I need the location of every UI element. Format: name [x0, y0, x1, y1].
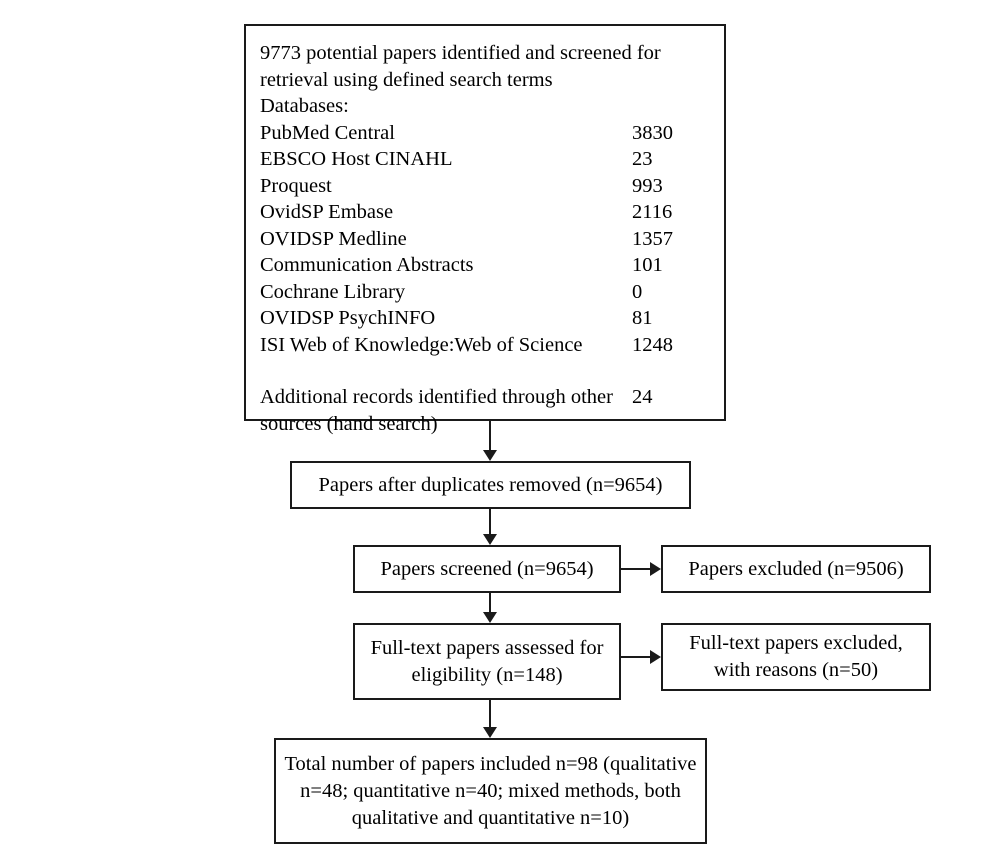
papers-screened-label: Papers screened (n=9654) [380, 557, 594, 580]
table-row: Cochrane Library 0 [260, 279, 710, 306]
table-row: Proquest 993 [260, 173, 710, 200]
database-count: 0 [632, 280, 643, 303]
connector-line-identification-to-duplicates [489, 421, 491, 450]
database-count: 2116 [632, 201, 673, 223]
database-name: Communication Abstracts [260, 254, 474, 276]
intro-line-2: retrieval using defined search terms [260, 68, 553, 91]
connector-line-screened-to-fulltext [489, 593, 491, 612]
arrow-down-icon [483, 450, 497, 461]
connector-line-fulltext-to-included [489, 700, 491, 727]
database-count: 101 [632, 254, 663, 276]
table-row: PubMed Central 3830 [260, 120, 710, 147]
database-name: OVIDSP PsychINFO [260, 307, 436, 329]
additional-records-block: Additional records identified through ot… [260, 384, 710, 437]
database-count: 993 [632, 174, 663, 197]
database-count: 1357 [632, 227, 673, 250]
database-count: 81 [632, 307, 653, 329]
database-name: ISI Web of Knowledge:Web of Science [260, 333, 583, 356]
table-row: OVIDSP Medline 1357 [260, 226, 710, 253]
database-name: OVIDSP Medline [260, 227, 407, 250]
papers-included-box: Total number of papers included n=98 (qu… [274, 738, 707, 844]
arrow-right-icon [650, 562, 661, 576]
fulltext-excluded-box: Full-text papers excluded, with reasons … [661, 623, 931, 691]
arrow-right-icon [650, 650, 661, 664]
database-name: EBSCO Host CINAHL [260, 148, 453, 170]
database-counts-table: PubMed Central 3830 EBSCO Host CINAHL 23… [260, 120, 710, 359]
identification-box: 9773 potential papers identified and scr… [244, 24, 726, 435]
table-row: ISI Web of Knowledge:Web of Science 1248 [260, 332, 710, 359]
table-row: OVIDSP PsychINFO 81 [260, 305, 710, 332]
arrow-down-icon [483, 612, 497, 623]
database-name: PubMed Central [260, 121, 395, 144]
fulltext-excluded-label: Full-text papers excluded, with reasons … [689, 632, 903, 681]
arrow-down-icon [483, 534, 497, 545]
duplicates-removed-box: Papers after duplicates removed (n=9654) [290, 461, 691, 509]
additional-records-text: Additional records identified through ot… [260, 386, 613, 435]
papers-excluded-label: Papers excluded (n=9506) [688, 557, 904, 580]
duplicates-removed-label: Papers after duplicates removed (n=9654) [318, 473, 663, 496]
connector-line-duplicates-to-screened [489, 509, 491, 534]
fulltext-assessed-box: Full-text papers assessed for eligibilit… [353, 623, 621, 700]
fulltext-assessed-label: Full-text papers assessed for eligibilit… [370, 636, 604, 686]
papers-screened-box: Papers screened (n=9654) [353, 545, 621, 593]
intro-line-1: 9773 potential papers identified and scr… [260, 42, 661, 64]
papers-excluded-box: Papers excluded (n=9506) [661, 545, 931, 593]
databases-label: Databases: [260, 95, 349, 117]
table-row: OvidSP Embase 2116 [260, 199, 710, 226]
papers-included-label: Total number of papers included n=98 (qu… [284, 752, 697, 829]
database-name: Proquest [260, 174, 332, 197]
connector-line-fulltext-to-fulltext-excluded [621, 656, 650, 658]
arrow-down-icon [483, 727, 497, 738]
database-count: 23 [632, 148, 653, 170]
connector-line-screened-to-excluded [621, 568, 650, 570]
database-count: 3830 [632, 121, 673, 144]
database-name: OvidSP Embase [260, 201, 394, 223]
database-name: Cochrane Library [260, 280, 406, 303]
table-row: EBSCO Host CINAHL 23 [260, 146, 710, 173]
additional-records-count: 24 [632, 386, 653, 408]
table-row: Communication Abstracts 101 [260, 252, 710, 279]
database-count: 1248 [632, 333, 673, 356]
